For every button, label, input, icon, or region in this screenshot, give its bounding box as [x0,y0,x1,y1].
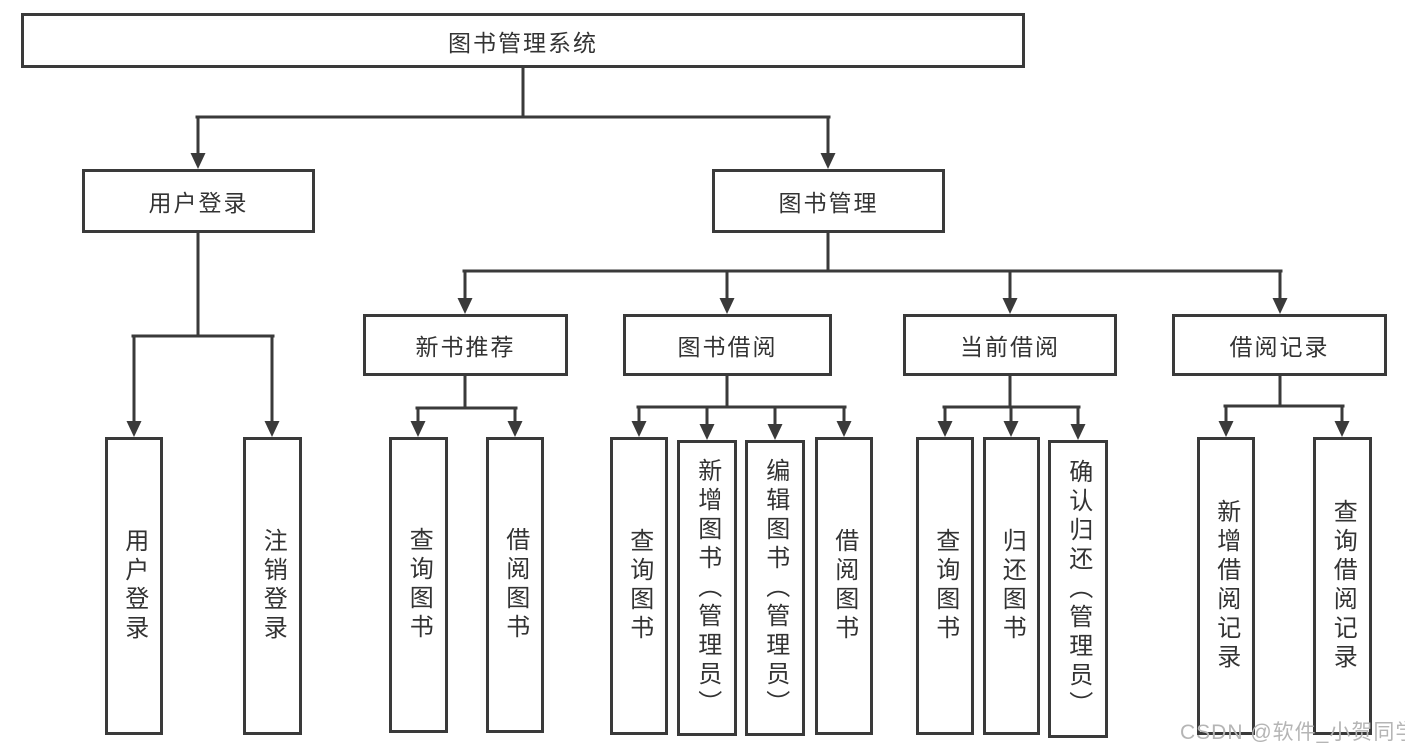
node-borrow-records: 借阅记录 [1172,314,1387,376]
arrow-down-icon [264,421,280,437]
arrow-down-icon [1002,298,1018,314]
leaf-user-login: 用户登录 [105,437,163,735]
arrow-down-icon [836,421,852,437]
leaf-label: 注销登录 [259,528,287,644]
node-new-book-recommend: 新书推荐 [363,314,568,376]
arrowheads-borrow [631,421,852,440]
node-label: 用户登录 [148,190,249,216]
leaf-add-books-admin: 新增图书（管理员） [677,440,737,736]
arrow-down-icon [937,421,953,437]
arrowheads-level3 [457,298,1288,314]
leaf-borrow-books: 借阅图书 [486,437,544,733]
leaf-add-borrow-record: 新增借阅记录 [1197,437,1255,735]
arrow-down-icon [1003,421,1019,437]
arrow-down-icon [699,424,715,440]
arrow-down-icon [631,421,647,437]
arrow-down-icon [507,421,523,437]
leaf-label: 借阅图书 [501,527,529,643]
leaf-label: 新增借阅记录 [1212,499,1240,673]
arrow-down-icon [1070,424,1086,440]
leaf-label: 用户登录 [120,528,148,644]
arrowheads-current [937,421,1086,440]
leaf-confirm-return-admin: 确认归还（管理员） [1048,440,1108,738]
leaf-label: 新增图书（管理员） [693,457,721,719]
arrow-down-icon [1334,421,1350,437]
node-book-borrow: 图书借阅 [623,314,832,376]
node-label: 当前借阅 [960,334,1060,360]
arrow-down-icon [457,298,473,314]
leaf-query-books: 查询图书 [610,437,668,735]
arrowheads-level2 [190,153,836,169]
leaf-borrow-books: 借阅图书 [815,437,873,735]
arrow-down-icon [1218,421,1234,437]
node-book-management: 图书管理 [712,169,945,233]
node-label: 新书推荐 [415,334,516,360]
arrowheads-records [1218,421,1350,437]
leaf-label: 查询图书 [405,527,433,643]
leaf-label: 确认归还（管理员） [1064,458,1092,720]
connector-root-to-level2 [195,66,831,156]
connector-records-to-leaves [1223,374,1345,424]
node-label: 图书管理 [778,190,879,216]
leaf-label: 归还图书 [998,528,1026,644]
node-root: 图书管理系统 [21,13,1025,68]
leaf-label: 编辑图书（管理员） [761,457,789,719]
leaf-label: 查询借阅记录 [1329,499,1357,673]
connector-bookmgmt-to-level3 [462,231,1283,301]
leaf-label: 查询图书 [625,528,653,644]
arrow-down-icon [767,424,783,440]
csdn-watermark: CSDN @软件_小贺同学 [1180,721,1405,744]
node-current-borrow: 当前借阅 [903,314,1117,376]
leaf-query-books: 查询图书 [916,437,974,735]
node-user-login: 用户登录 [82,169,315,233]
arrow-down-icon [410,421,426,437]
arrow-down-icon [190,153,206,169]
arrow-down-icon [719,298,735,314]
leaf-edit-books-admin: 编辑图书（管理员） [745,440,805,736]
arrow-down-icon [126,421,142,437]
leaf-return-books: 归还图书 [983,437,1040,735]
leaf-query-books: 查询图书 [389,437,448,733]
leaf-label: 查询图书 [931,528,959,644]
connector-borrow-to-leaves [636,374,847,427]
connector-current-to-leaves [942,374,1081,427]
connector-userlogin-to-leaves [131,231,275,424]
connector-newbooks-to-leaves [415,374,518,424]
arrow-down-icon [820,153,836,169]
arrowheads-userlogin [126,421,280,437]
arrowheads-newbooks [410,421,523,437]
node-label: 图书借阅 [677,334,778,360]
arrow-down-icon [1272,298,1288,314]
node-label: 借阅记录 [1229,334,1330,360]
leaf-logout: 注销登录 [243,437,302,735]
leaf-query-borrow-record: 查询借阅记录 [1313,437,1372,735]
leaf-label: 借阅图书 [830,528,858,644]
node-root-label: 图书管理系统 [448,29,598,56]
